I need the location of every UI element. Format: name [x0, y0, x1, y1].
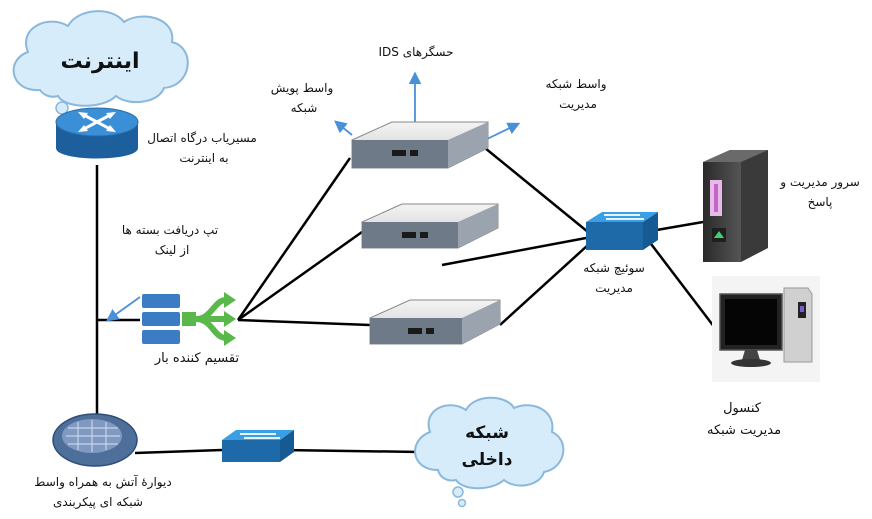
mgmt-switch-label-2: مدیریت — [595, 281, 633, 296]
management-server-icon — [703, 150, 768, 262]
tap-arrow — [105, 296, 141, 322]
link-firewall-switch — [134, 448, 223, 455]
ids-sensors-label: حسگرهای IDS — [379, 45, 454, 60]
ids-sensor-2-icon — [361, 203, 499, 249]
mgmt-server-label-1: سرور مدیریت و — [779, 175, 860, 190]
internal-network-cloud-icon — [414, 396, 565, 508]
mgmt-switch-label-1: سوئیچ شبکه — [583, 261, 645, 276]
link-switch-internal — [281, 448, 421, 454]
router-label-2: به اینترنت — [179, 151, 228, 166]
internal-switch-icon — [222, 430, 294, 462]
dynamic-interface-label-2: شبکه — [291, 101, 318, 115]
link-lb-sensor2 — [237, 230, 363, 322]
link-sensor1-switch — [484, 147, 589, 233]
router-label-1: مسیریاب درگاه اتصال — [147, 131, 257, 146]
load-balancer-icon — [142, 292, 236, 346]
link-sensor2-switch — [441, 236, 587, 267]
firewall-icon — [52, 413, 138, 467]
console-label-2: مدیریت شبکه — [707, 423, 781, 438]
ids-sensor-1-icon — [351, 121, 489, 169]
labels: اینترنت شبکه داخلی مسیریاب درگاه اتصال ب… — [34, 45, 859, 510]
dynamic-interface-label-1: واسط پویش — [271, 81, 334, 96]
mgmt-interface-label-1: واسط شبکه — [545, 77, 606, 92]
link-lb-sensor1 — [236, 157, 352, 321]
link-switch-console — [644, 235, 716, 329]
tap-label-2: از لینک — [155, 243, 190, 258]
link-sensor3-switch — [499, 244, 589, 326]
tap-label-1: تپ دریافت بسته ها — [122, 223, 218, 238]
load-balancer-label: تقسیم کننده بار — [154, 351, 240, 366]
mgmt-interface-label-2: مدیریت — [559, 97, 597, 112]
firewall-label-2: شبکه ای پیکربندی — [53, 495, 143, 510]
mgmt-server-label-2: پاسخ — [808, 195, 833, 209]
internal-network-label-1: شبکه — [465, 423, 509, 443]
firewall-label-1: دیوارهٔ آتش به همراه واسط — [34, 474, 171, 490]
dynamic-interface-arrow — [334, 120, 353, 136]
internet-label: اینترنت — [61, 49, 140, 74]
mgmt-interface-arrow — [484, 122, 521, 141]
console-label-1: کنسول — [723, 401, 762, 416]
links — [95, 147, 716, 455]
console-computer-icon — [712, 276, 820, 382]
ids-sensor-3-icon — [369, 299, 501, 345]
internal-network-label-2: داخلی — [462, 450, 513, 470]
link-lb-sensor3 — [237, 318, 371, 327]
router-icon — [55, 107, 139, 159]
management-switch-icon — [586, 212, 658, 250]
